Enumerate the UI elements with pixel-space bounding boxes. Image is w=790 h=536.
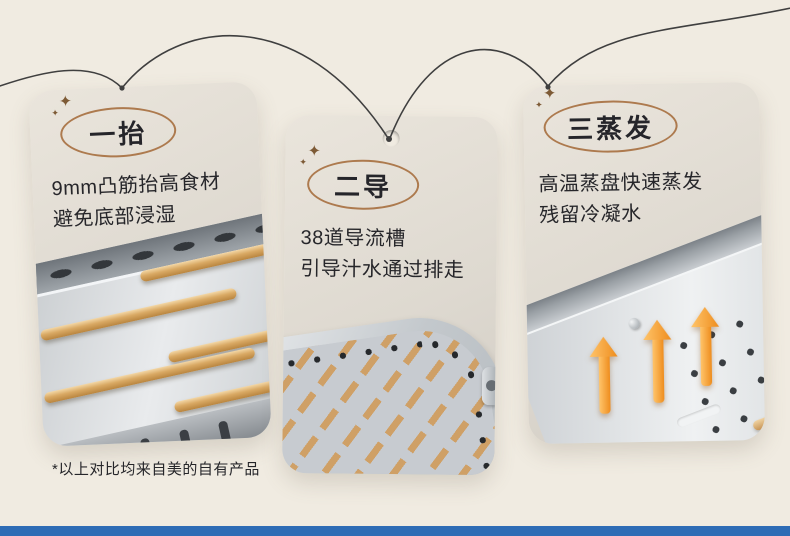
feature-card-lift: ✦ ✦ 一抬 9mm凸筋抬高食材 避免底部浸湿 [28, 81, 272, 447]
steam-arrow-icon [589, 336, 618, 414]
sparkle-icon: ✦ [58, 93, 73, 111]
perimeter-dot [467, 370, 475, 379]
drain-slot [713, 440, 766, 445]
arrow-head [589, 336, 617, 356]
sparkle-icon: ✦ [535, 99, 543, 110]
arrow-stem [651, 338, 664, 403]
sparkle-icon: ✦ [307, 143, 321, 161]
feature-description: 38道导流槽 引导汁水通过排走 [300, 223, 465, 287]
tray-latch [481, 366, 498, 406]
tray-surface [282, 321, 498, 476]
feature-title-badge: 一抬 [59, 104, 178, 160]
arrow-stem [598, 355, 611, 414]
water-droplet [626, 316, 642, 331]
sparkle-icon: ✦ [542, 85, 557, 103]
feature-title-badge: 二导 [306, 159, 420, 211]
perimeter-dots [471, 401, 498, 476]
sparkle-icon: ✦ [299, 157, 307, 168]
feature-description: 9mm凸筋抬高食材 避免底部浸湿 [51, 167, 222, 236]
feature-title: 二导 [333, 170, 393, 202]
feature-title: 一抬 [88, 117, 148, 151]
sparkle-icon: ✦ [51, 107, 60, 119]
feature-title: 三蒸发 [566, 112, 655, 144]
feature-description-line: 残留冷凝水 [538, 203, 642, 227]
arrow-stem [699, 325, 712, 387]
feature-card-evaporate: ✦ ✦ 三蒸发 高温蒸盘快速蒸发 残留冷凝水 [522, 81, 766, 445]
perimeter-dot [450, 350, 459, 359]
arrow-head [643, 320, 671, 340]
feature-description: 高温蒸盘快速蒸发 残留冷凝水 [538, 167, 703, 232]
latch-pin [485, 380, 498, 392]
raised-rib [39, 287, 238, 342]
steam-arrow-icon [643, 320, 672, 403]
string-curve [0, 69, 123, 89]
bottom-banner [0, 526, 790, 536]
tray-illustration-lift [28, 199, 272, 447]
tag-hole [382, 129, 400, 148]
feature-description-line: 引导汁水通过排走 [300, 258, 465, 282]
tray-illustration-drain [282, 306, 498, 476]
feature-card-drain: ✦ ✦ 二导 38道导流槽 引导汁水通过排走 [282, 114, 498, 476]
disclaimer-text: *以上对比均来自美的自有产品 [52, 461, 260, 478]
feature-description-line: 38道导流槽 [300, 227, 406, 251]
perimeter-dot [431, 340, 439, 349]
vent-slot [139, 437, 154, 447]
feature-title-badge: 三蒸发 [543, 99, 679, 154]
perimeter-dots [282, 338, 423, 379]
arrow-head [691, 307, 719, 327]
vent-slot [178, 429, 193, 447]
vent-slot [217, 420, 232, 446]
steam-arrow-icon [691, 307, 720, 387]
feature-description-line: 高温蒸盘快速蒸发 [538, 170, 703, 196]
string-curve [547, 7, 790, 87]
